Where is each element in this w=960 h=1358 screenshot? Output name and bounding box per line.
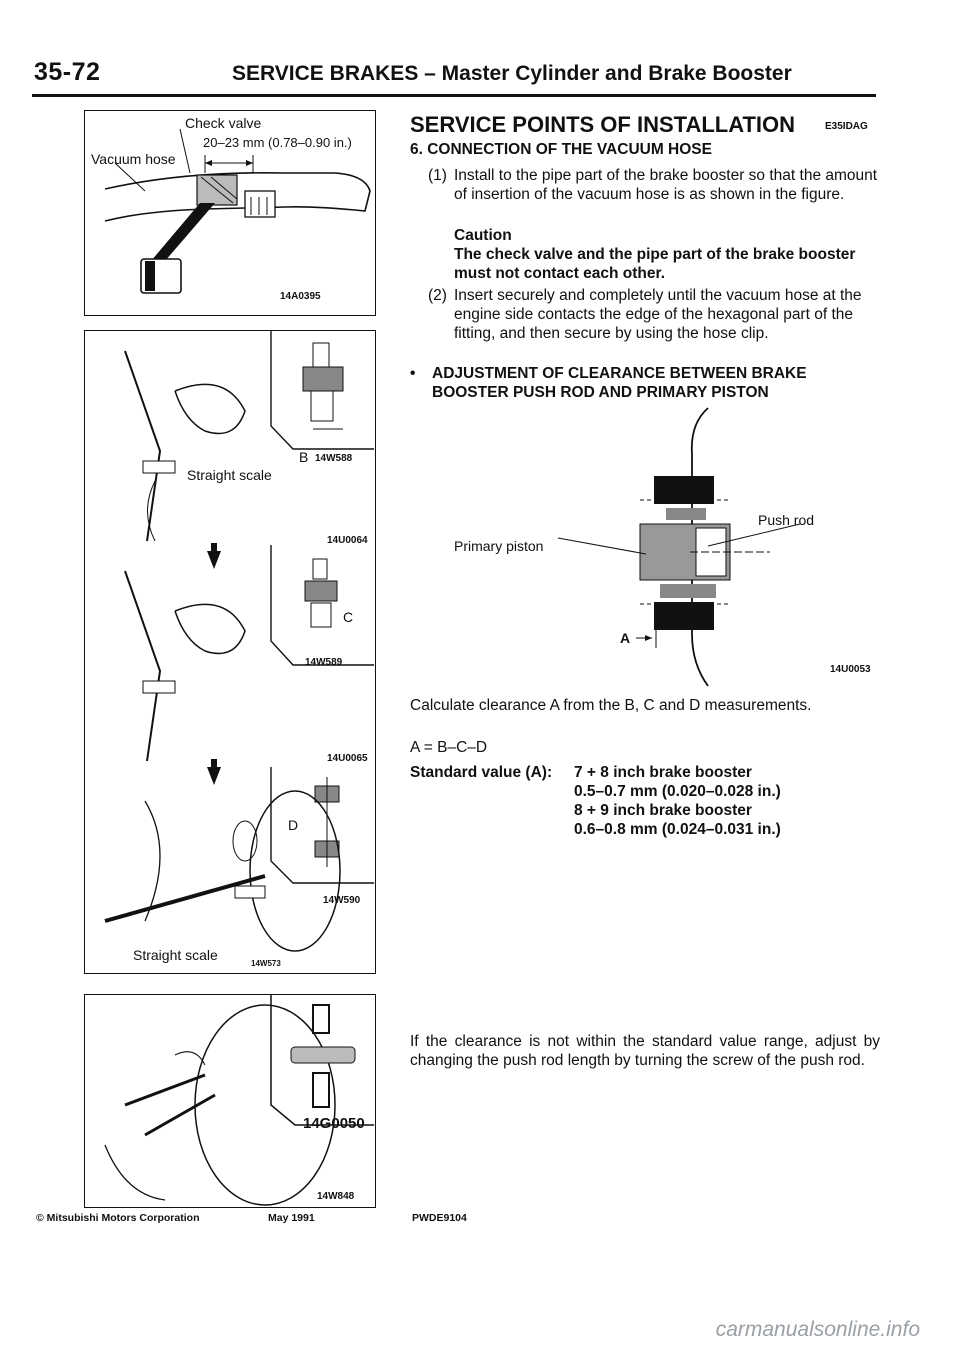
figure-code: 14A0395 <box>280 291 321 302</box>
figure-code: 14W573 <box>251 959 281 968</box>
check-valve-label: Check valve <box>185 115 262 131</box>
formula: A = B–C–D <box>410 739 488 756</box>
b-label: B <box>299 449 309 465</box>
c-code: 14W589 <box>305 657 343 668</box>
std-line-1: 7 + 8 inch brake booster <box>574 764 752 781</box>
figure-measurements: Straight scale B 14W588 14U0064 C 14W589… <box>84 330 376 974</box>
footer-date: May 1991 <box>268 1212 315 1224</box>
straight-scale-label-top: Straight scale <box>187 467 272 483</box>
doc-code: PWDE9104 <box>412 1212 467 1224</box>
figure-clearance: Primary piston Push rod A 14U0053 <box>440 404 880 690</box>
page-title: SERVICE BRAKES – Master Cylinder and Bra… <box>232 62 792 85</box>
vacuum-hose-drawing <box>104 128 371 294</box>
std-line-4: 0.6–0.8 mm (0.024–0.031 in.) <box>574 821 781 838</box>
final-text: If the clearance is not within the stand… <box>410 1033 880 1069</box>
calc-text: Calculate clearance A from the B, C and … <box>410 697 812 714</box>
step1-num: (1) <box>428 167 447 184</box>
push-rod-label: Push rod <box>758 512 815 528</box>
section-code: E35IDAG <box>825 121 868 132</box>
push-rod-drawing <box>104 995 374 1206</box>
d-code: 14W590 <box>323 895 361 906</box>
adjust-title: ADJUSTMENT OF CLEARANCE BETWEEN BRAKE BO… <box>432 365 807 401</box>
std-line-3: 8 + 9 inch brake booster <box>574 802 752 819</box>
std-line-2: 0.5–0.7 mm (0.020–0.028 in.) <box>574 783 781 800</box>
b-code: 14W588 <box>315 453 353 464</box>
figure-push-rod-adjust: 14G0050 14W848 <box>84 994 376 1208</box>
caution-title: Caution <box>454 227 512 244</box>
step2-text: Insert securely and completely until the… <box>454 287 862 342</box>
watermark: carmanualsonline.info <box>715 1318 920 1341</box>
standard-value-label: Standard value (A): <box>410 764 553 781</box>
vacuum-hose-label: Vacuum hose <box>91 151 176 167</box>
primary-piston-label: Primary piston <box>454 538 544 554</box>
copyright: © Mitsubishi Motors Corporation <box>36 1212 200 1224</box>
d-label: D <box>288 817 299 833</box>
a-label: A <box>620 630 631 646</box>
header-rule <box>32 94 876 97</box>
code-14u0064: 14U0064 <box>327 535 368 546</box>
caution-text: The check valve and the pipe part of the… <box>454 246 856 282</box>
figure-code: 14U0053 <box>830 664 871 675</box>
straight-scale-label-bottom: Straight scale <box>133 947 218 963</box>
figure-code: 14W848 <box>317 1191 355 1202</box>
inset-code: 14G0050 <box>303 1115 365 1132</box>
clearance-drawing <box>557 407 801 687</box>
bullet: • <box>410 365 416 382</box>
code-14u0065: 14U0065 <box>327 753 368 764</box>
dimension-label: 20–23 mm (0.78–0.90 in.) <box>203 135 352 150</box>
figure-vacuum-hose: Check valve 20–23 mm (0.78–0.90 in.) Vac… <box>84 110 376 316</box>
section-title: SERVICE POINTS OF INSTALLATION <box>410 112 796 137</box>
measurement-drawing <box>104 331 374 952</box>
step1-text: Install to the pipe part of the brake bo… <box>454 167 878 203</box>
step6-title: 6. CONNECTION OF THE VACUUM HOSE <box>410 141 712 158</box>
page-number: 35-72 <box>34 58 101 86</box>
c-label: C <box>343 609 354 625</box>
step2-num: (2) <box>428 287 447 304</box>
